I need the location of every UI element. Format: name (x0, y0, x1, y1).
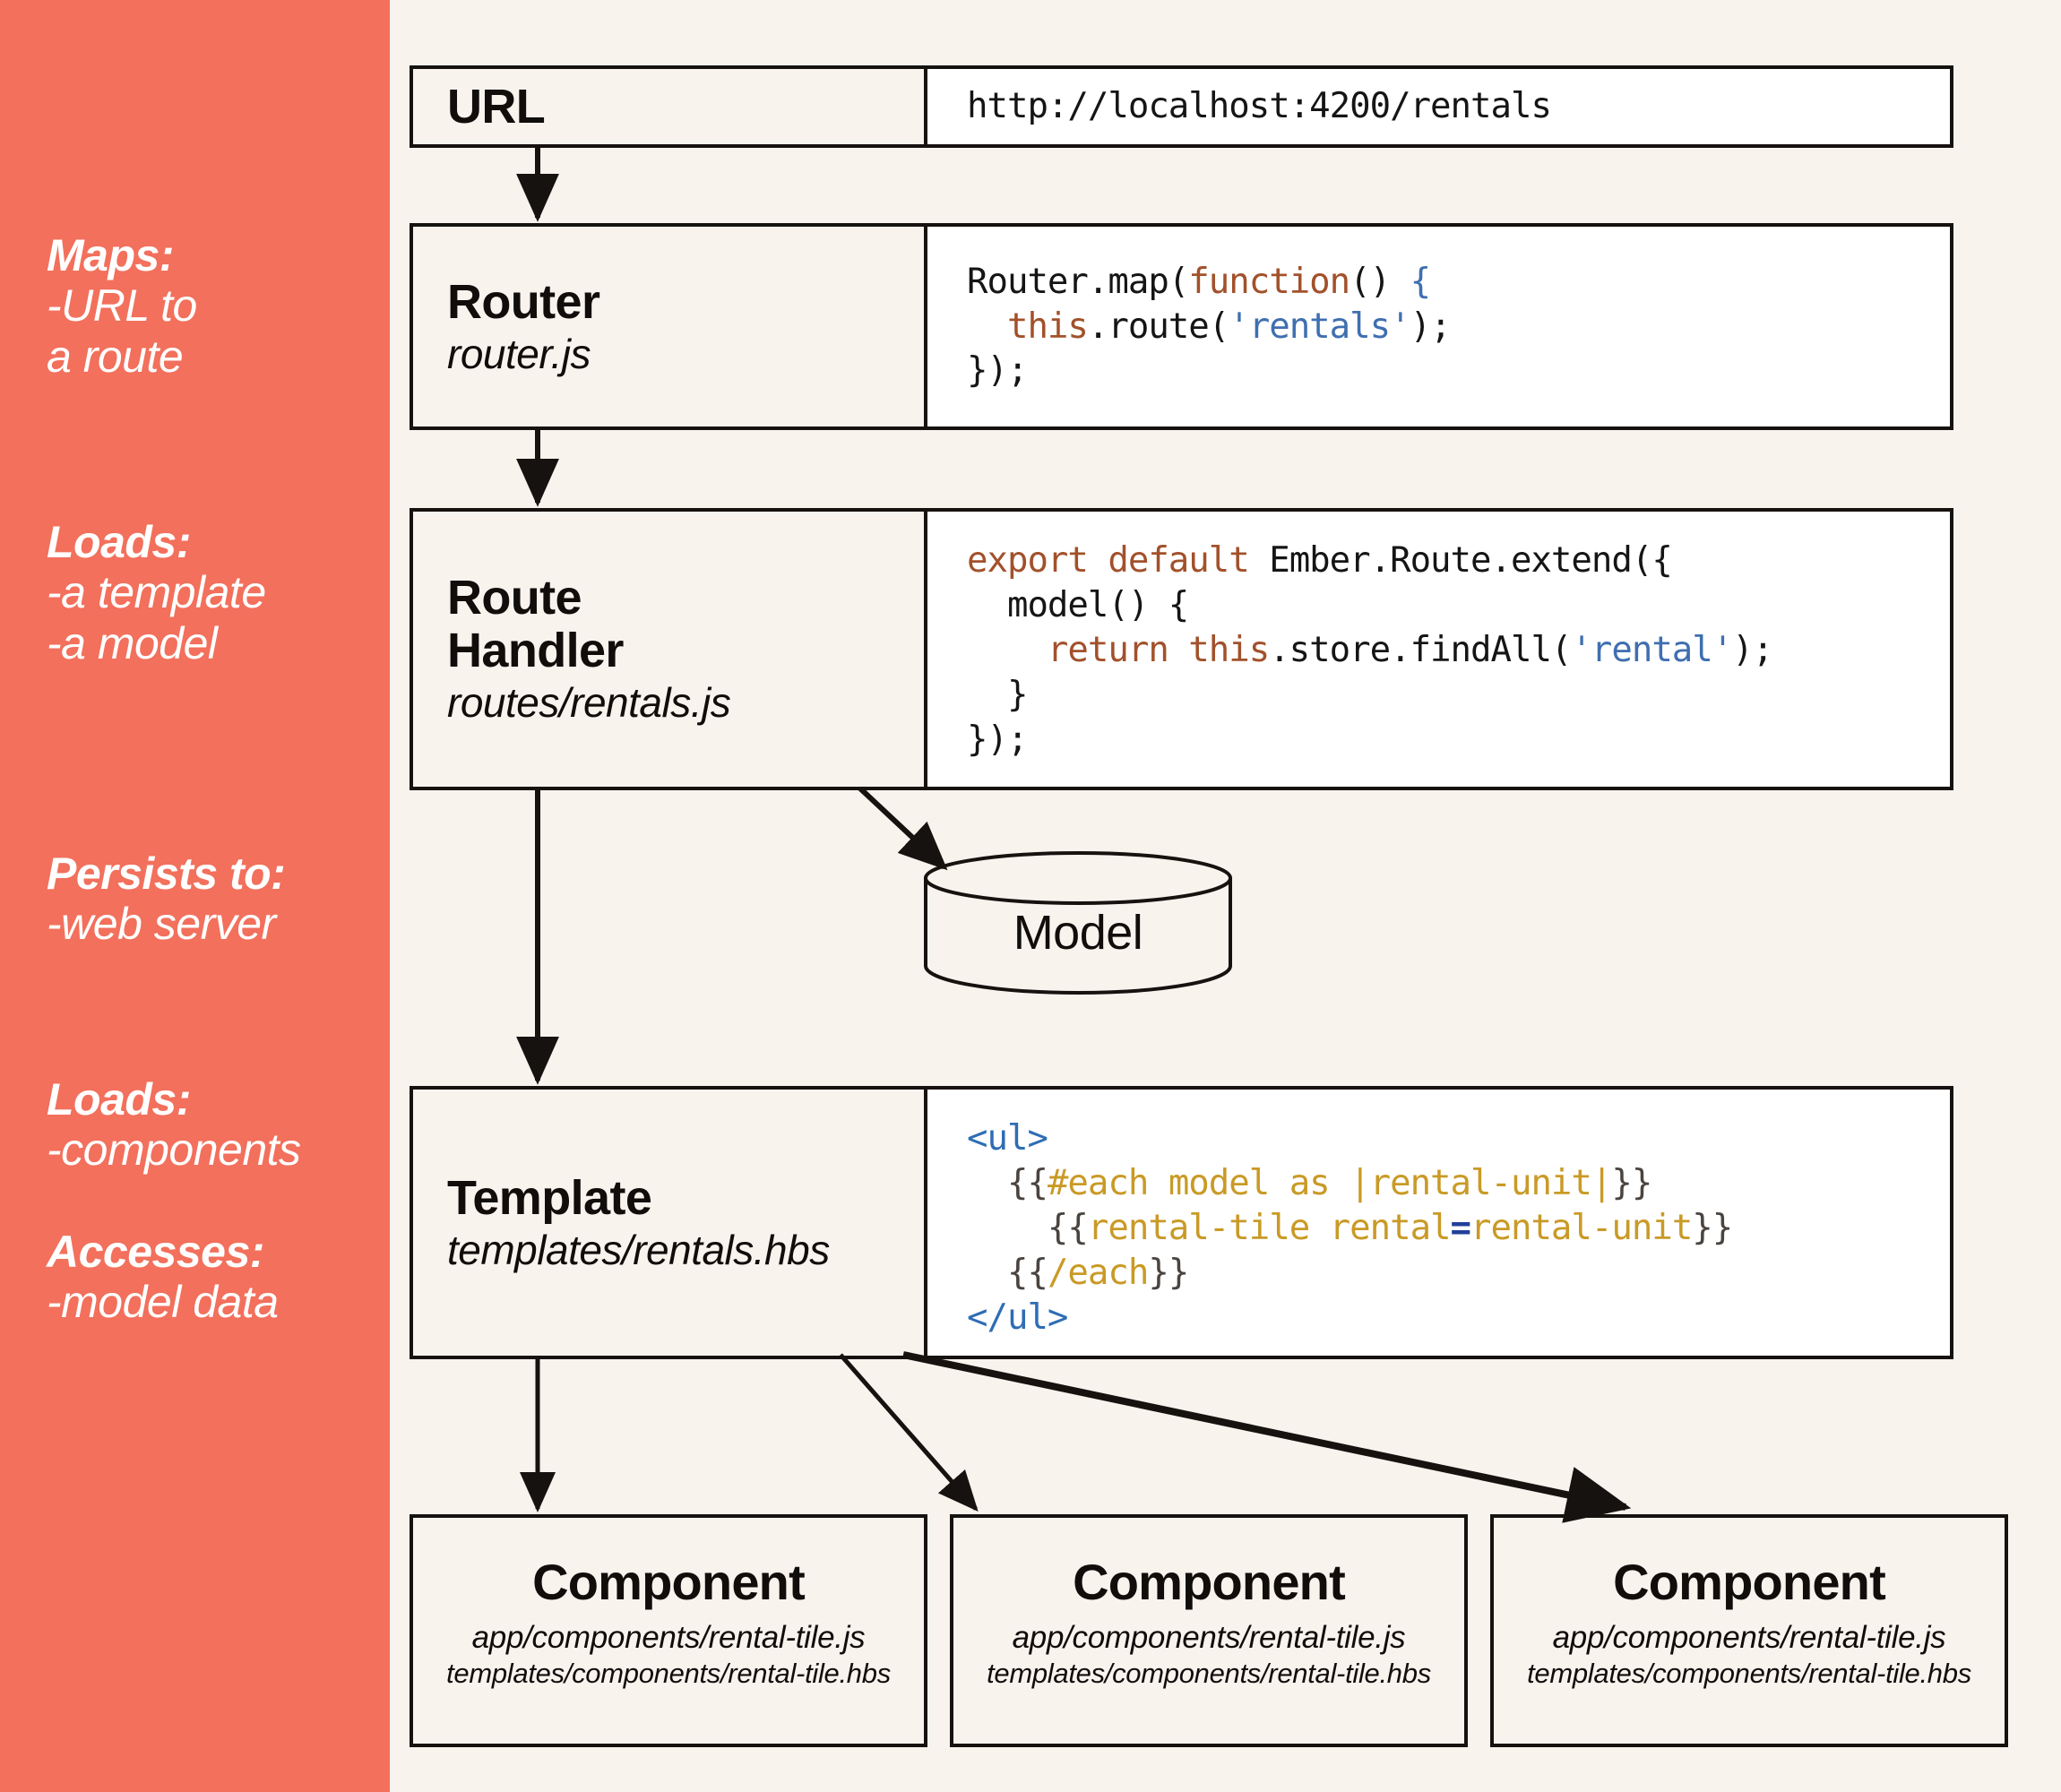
legend-group-loads-template: Loads: -a template -a model (47, 518, 378, 669)
component-box-3: Component app/components/rental-tile.js … (1490, 1514, 2008, 1747)
legend-heading: Loads: (47, 517, 191, 567)
route-handler-code-cell: export default Ember.Route.extend({ mode… (927, 512, 1950, 787)
legend-heading: Accesses: (47, 1227, 264, 1277)
legend-heading: Persists to: (47, 849, 286, 899)
component-hbs-path: templates/components/rental-tile.hbs (446, 1658, 891, 1689)
url-code: http://localhost:4200/rentals (967, 86, 1552, 127)
component-title: Component (1073, 1554, 1346, 1610)
router-row: Router router.js Router.map(function() {… (410, 223, 1953, 430)
legend-line: -components (47, 1124, 301, 1175)
component-hbs-path: templates/components/rental-tile.hbs (987, 1658, 1431, 1689)
router-code: Router.map(function() { this.route('rent… (967, 261, 1452, 392)
route-handler-subtitle: routes/rentals.js (447, 679, 731, 727)
route-handler-label-cell: Route Handler routes/rentals.js (413, 512, 927, 787)
legend-heading: Maps: (47, 230, 174, 280)
component-js-path: app/components/rental-tile.js (471, 1620, 866, 1655)
template-code: <ul> {{#each model as |rental-unit|}} {{… (967, 1118, 1733, 1338)
component-box-1: Component app/components/rental-tile.js … (410, 1514, 927, 1747)
url-code-cell: http://localhost:4200/rentals (927, 69, 1950, 144)
router-title: Router (447, 274, 600, 329)
component-hbs-path: templates/components/rental-tile.hbs (1527, 1658, 1971, 1689)
component-title: Component (532, 1554, 806, 1610)
legend-line: -a template (47, 567, 266, 617)
legend-sidebar: Maps: -URL to a route Loads: -a template… (0, 0, 390, 1792)
route-handler-code: export default Ember.Route.extend({ mode… (967, 540, 1773, 760)
legend-line: -model data (47, 1277, 279, 1327)
url-label-cell: URL (413, 69, 927, 144)
router-code-cell: Router.map(function() { this.route('rent… (927, 227, 1950, 426)
route-handler-row: Route Handler routes/rentals.js export d… (410, 508, 1953, 790)
url-row: URL http://localhost:4200/rentals (410, 65, 1953, 148)
template-title: Template (447, 1170, 652, 1225)
legend-line: -URL to (47, 280, 197, 331)
component-js-path: app/components/rental-tile.js (1012, 1620, 1406, 1655)
route-handler-title-line2: Handler (447, 623, 624, 677)
legend-group-maps: Maps: -URL to a route (47, 231, 378, 383)
component-title: Component (1613, 1554, 1886, 1610)
model-cylinder-shape (924, 851, 1232, 995)
legend-line: -a model (47, 618, 218, 668)
legend-group-persists: Persists to: -web server (47, 849, 378, 950)
router-subtitle: router.js (447, 330, 591, 377)
arrow-template-to-component-2 (839, 1353, 979, 1512)
template-subtitle: templates/rentals.hbs (447, 1226, 830, 1273)
route-handler-title-line1: Route (447, 571, 582, 625)
legend-line: a route (47, 332, 184, 382)
template-row: Template templates/rentals.hbs <ul> {{#e… (410, 1086, 1953, 1359)
router-label-cell: Router router.js (413, 227, 927, 426)
url-title: URL (447, 79, 546, 134)
template-label-cell: Template templates/rentals.hbs (413, 1090, 927, 1356)
template-code-cell: <ul> {{#each model as |rental-unit|}} {{… (927, 1090, 1950, 1356)
legend-heading: Loads: (47, 1074, 191, 1124)
model-label: Model (1013, 906, 1143, 960)
legend-group-loads-components: Loads: -components (47, 1075, 378, 1176)
legend-group-accesses: Accesses: -model data (47, 1228, 378, 1328)
legend-line: -web server (47, 899, 276, 949)
component-js-path: app/components/rental-tile.js (1552, 1620, 1946, 1655)
component-box-2: Component app/components/rental-tile.js … (950, 1514, 1468, 1747)
arrow-template-to-component-3 (902, 1351, 1632, 1523)
